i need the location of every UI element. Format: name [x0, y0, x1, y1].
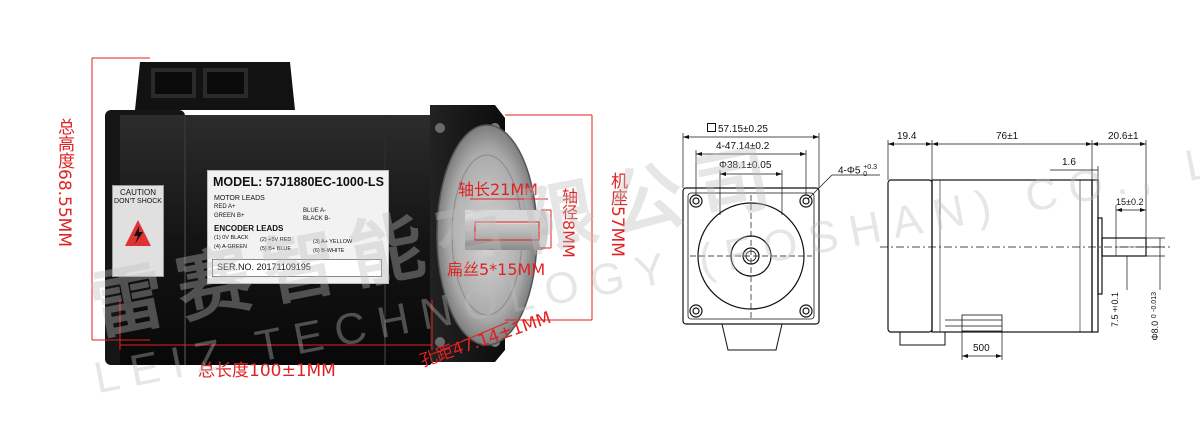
square-symbol-icon	[707, 123, 716, 132]
side-dim-flat-length: 15±0.2	[1116, 197, 1144, 207]
serial-text: SER.NO. 20171109195	[217, 262, 311, 272]
serial-strip: SER.NO. 20171109195	[212, 259, 382, 277]
side-dim-step: 1.6	[1062, 157, 1076, 168]
motor-lead-1: RED A+	[214, 204, 236, 210]
side-dim-shaft-tol-bot: -0.013	[1151, 292, 1158, 312]
side-dim-flat-height: 7.5±0.1	[1110, 292, 1120, 328]
frame-size-label: 机座57MM	[607, 172, 627, 257]
motor-lead-3: GREEN B+	[214, 213, 245, 219]
shaft-diameter-label: 轴径8MM	[559, 188, 578, 258]
side-dim-encoder: 19.4	[897, 131, 917, 142]
side-dim-shaft-tol-top: 0	[1151, 314, 1158, 319]
encoder-lead-2: (2) +5V RED	[260, 237, 292, 243]
total-length-label: 总长度100±1MM	[198, 361, 336, 381]
encoder-leads-title: ENCODER LEADS	[214, 224, 284, 233]
front-dim-hole-tol-top: +0.3	[863, 164, 878, 171]
front-dim-width: 57.15±0.25	[718, 124, 768, 135]
front-dim-hole-tol-bot: 0	[863, 171, 868, 178]
encoder-lead-5: (5) B+ BLUE	[260, 246, 292, 252]
shaft-length-label: 轴长21MM	[458, 180, 538, 199]
shock-warning-icon	[123, 218, 153, 248]
encoder-lead-1: (1) 0V BLACK	[214, 235, 249, 241]
motor-lead-2: BLUE A-	[303, 208, 327, 214]
encoder-lead-6: (6) B-WHITE	[313, 248, 345, 254]
side-dim-cable: 500	[973, 343, 990, 354]
caution-sticker: CAUTION DON'T SHOCK	[112, 185, 164, 277]
encoder-lead-4: (4) A-GREEN	[214, 244, 248, 250]
side-dim-shaft-length: 20.6±1	[1108, 131, 1139, 142]
front-dim-width-box: 57.15±0.25	[707, 123, 768, 135]
motor-label: MODEL: 57J1880EC-1000-LS MOTOR LEADS RED…	[207, 170, 389, 284]
motor-lead-4: BLACK B-	[303, 216, 331, 222]
front-dim-hole-dia: 4-Φ5 +0.3 0	[838, 164, 877, 178]
front-dim-hole-label: 4-Φ5	[838, 165, 861, 177]
caution-line-1: CAUTION	[120, 188, 156, 197]
motor-leads-title: MOTOR LEADS	[214, 195, 265, 202]
flat-size-label: 扁丝5*15MM	[447, 260, 546, 279]
total-height-label: 总高度68.55MM	[54, 118, 74, 248]
model-text: MODEL: 57J1880EC-1000-LS	[213, 175, 384, 189]
side-dim-shaft-dia: Φ8.0	[1150, 320, 1160, 341]
caution-line-2: DON'T SHOCK	[114, 198, 162, 205]
front-dim-pilot: Φ38.1±0.05	[719, 160, 772, 171]
side-dim-shaft-dia-group: Φ8.0 0 -0.013	[1150, 292, 1160, 341]
encoder-lead-3: (3) A+ YELLOW	[313, 239, 353, 245]
front-dim-holes: 4-47.14±0.2	[716, 141, 770, 152]
side-dim-body: 76±1	[996, 131, 1019, 142]
